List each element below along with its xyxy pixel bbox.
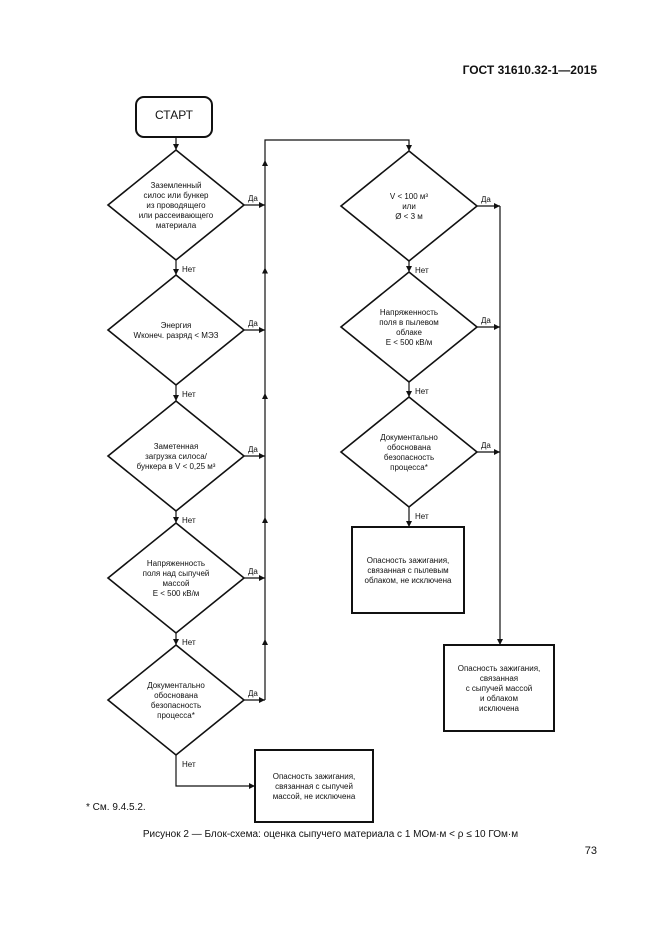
no-arrow-left-1	[173, 269, 179, 275]
decision-left-2	[106, 273, 246, 387]
outcome-box-2	[351, 526, 465, 614]
yes-label-left-3: Да	[248, 445, 258, 454]
no-arrow-left-3	[173, 517, 179, 523]
no-label-left-2: Нет	[182, 390, 196, 399]
figure-caption: Рисунок 2 — Блок-схема: оценка сыпучего …	[142, 829, 519, 840]
bus-up-arrow-1	[262, 267, 268, 274]
page-number: 73	[584, 845, 597, 857]
no-arrow-right-3	[406, 521, 412, 527]
no-arrow-left-2	[173, 395, 179, 401]
yes-arrow-left-4	[259, 575, 265, 581]
no-arrow-right-1	[406, 266, 412, 272]
bus-up-arrow-top	[262, 160, 268, 166]
yes-label-right-1: Да	[481, 195, 491, 204]
outcome-box-1	[254, 749, 374, 823]
bus-arrow	[406, 145, 412, 151]
yes-arrow-left-1	[259, 202, 265, 208]
yes-arrow-left-3	[259, 453, 265, 459]
no-label-right-2: Нет	[415, 387, 429, 396]
no-arrow-right-2	[406, 391, 412, 397]
decision-right-2	[339, 270, 479, 384]
start-box	[135, 96, 213, 138]
bus-up-arrow-4	[262, 639, 268, 645]
yes-arrow-left-5	[259, 697, 265, 703]
yes-label-left-4: Да	[248, 567, 258, 576]
bus-up-arrow-3	[262, 517, 268, 523]
no-label-right-1: Нет	[415, 266, 429, 275]
yes-label-left-2: Да	[248, 319, 258, 328]
bus-up-arrow-2	[262, 393, 268, 399]
yes-label-left-1: Да	[248, 194, 258, 203]
start-label: СТАРТ	[155, 108, 194, 122]
no-label-left-1: Нет	[182, 265, 196, 274]
decision-left-5	[106, 643, 246, 757]
yes-arrow-left-2	[259, 327, 265, 333]
yes-label-left-5: Да	[248, 689, 258, 698]
yes-label-right-2: Да	[481, 316, 491, 325]
yes-arrow-right-1	[494, 203, 500, 209]
no-connector-left-5	[175, 755, 255, 787]
no-label-left-4: Нет	[182, 638, 196, 647]
no-label-left-5: Нет	[182, 760, 196, 769]
bus-right-arrow	[497, 639, 503, 645]
footnote: * См. 9.4.5.2.	[86, 802, 146, 813]
arrow-start	[173, 144, 179, 150]
outcome-box-3	[443, 644, 555, 732]
standard-header: ГОСТ 31610.32-1—2015	[462, 63, 597, 77]
decision-right-3	[339, 395, 479, 509]
no-label-left-3: Нет	[182, 516, 196, 525]
yes-arrow-right-2	[494, 324, 500, 330]
no-arrow-left-4	[173, 639, 179, 645]
no-label-right-3: Нет	[415, 512, 429, 521]
no-arrow-left-5	[249, 783, 255, 789]
yes-arrow-right-3	[494, 449, 500, 455]
decision-left-4	[106, 521, 246, 635]
yes-label-right-3: Да	[481, 441, 491, 450]
